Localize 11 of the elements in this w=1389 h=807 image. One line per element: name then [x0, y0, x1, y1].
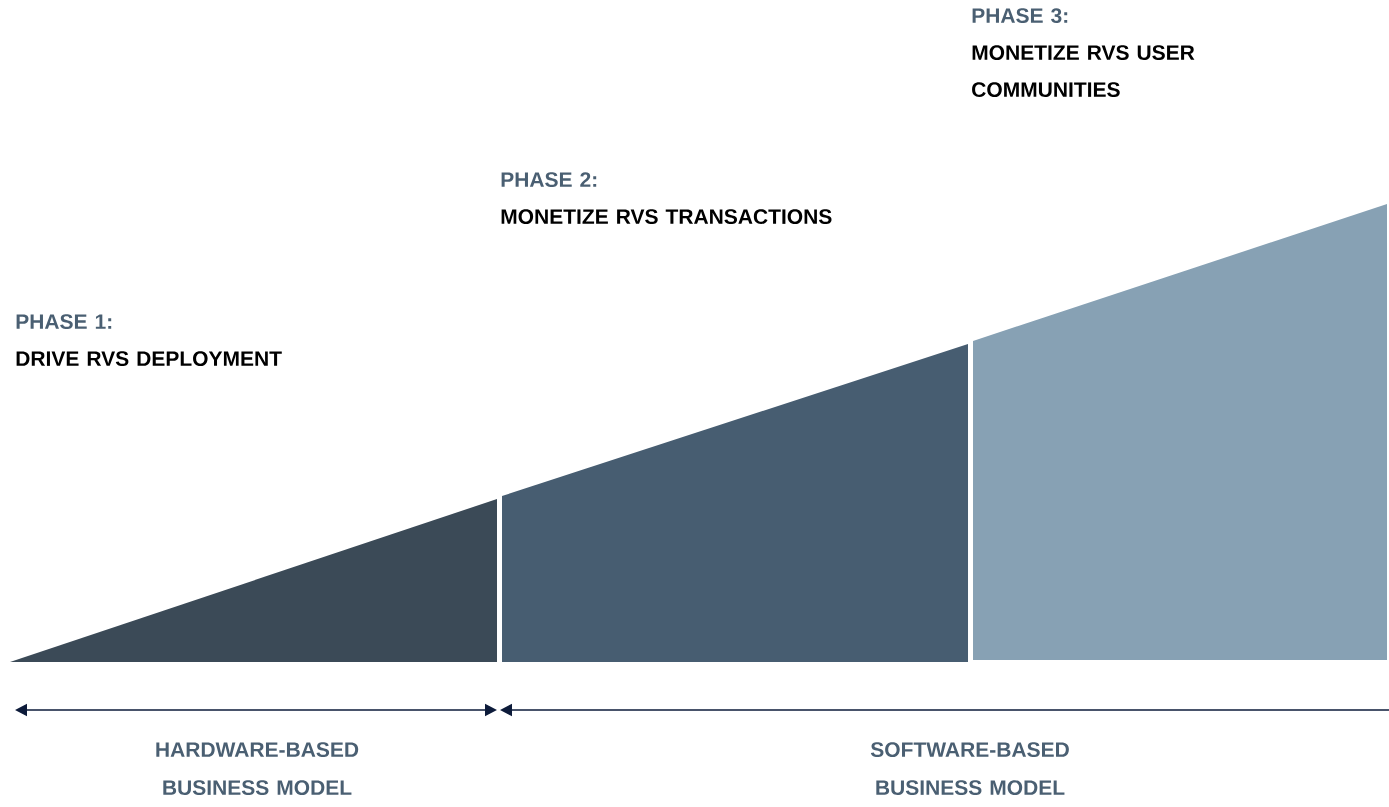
- phase-number: PHASE 1:: [16, 314, 112, 330]
- phase-wedge: [502, 344, 968, 662]
- phase-number: PHASE 3:: [972, 8, 1068, 24]
- phase-wedge: [973, 204, 1387, 660]
- phase-title: DRIVE RVS DEPLOYMENT: [16, 351, 282, 367]
- phase-number: PHASE 2:: [501, 172, 597, 188]
- span-label: SOFTWARE-BASED BUSINESS MODEL: [870, 742, 1069, 796]
- phase-title: MONETIZE RVS USER COMMUNITIES: [972, 45, 1195, 98]
- phase-wedge: [10, 499, 497, 662]
- phase-title: MONETIZE RVS TRANSACTIONS: [501, 209, 832, 225]
- span-label: HARDWARE-BASED BUSINESS MODEL: [156, 742, 359, 796]
